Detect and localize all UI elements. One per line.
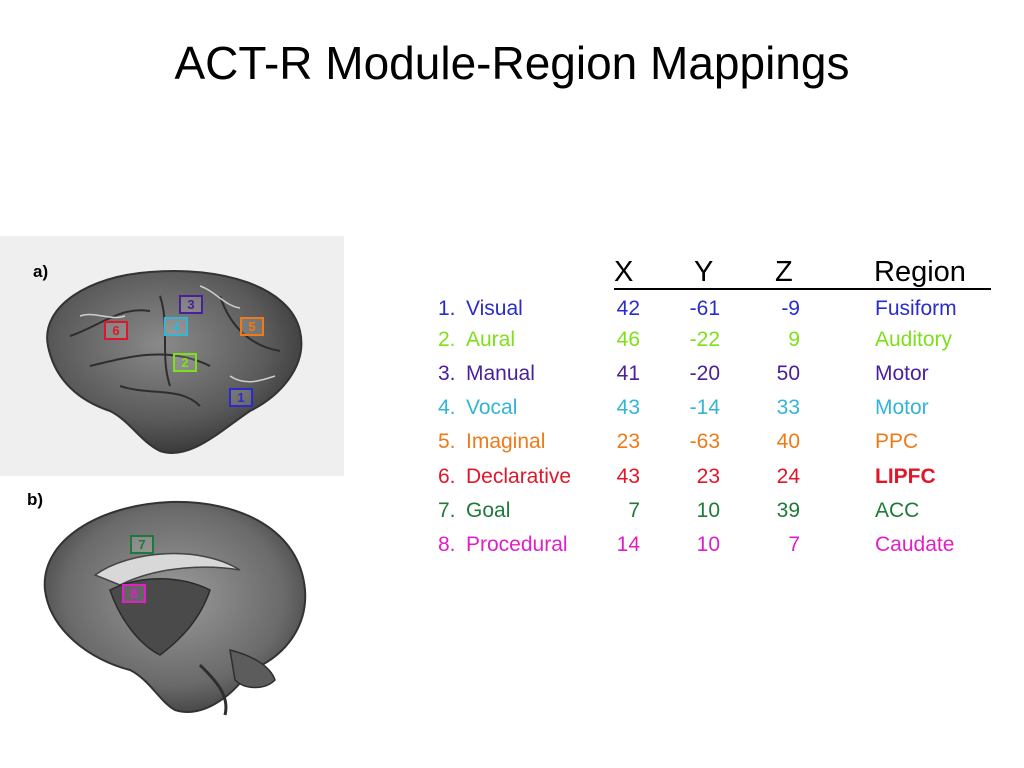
coord-y: -63 (689, 430, 720, 453)
coord-x: 46 (616, 328, 640, 351)
coord-y: 10 (696, 499, 720, 522)
module-name: Aural (466, 328, 516, 351)
header-region: Region (874, 256, 966, 288)
module-name: Manual (466, 362, 535, 385)
row-number: 6. (438, 465, 456, 488)
roi-box-3: 3 (179, 295, 203, 314)
roi-box-7: 7 (130, 535, 154, 554)
coord-z: 40 (776, 430, 800, 453)
coord-y: -22 (689, 328, 720, 351)
brain-medial-image (0, 480, 344, 720)
panel-label-b: b) (27, 490, 44, 509)
roi-box-8: 8 (122, 584, 146, 603)
coord-z: 7 (788, 533, 800, 556)
coord-y: -61 (689, 297, 720, 320)
region-name: Motor (875, 396, 929, 419)
coord-x: 43 (616, 396, 640, 419)
coord-x: 42 (616, 297, 640, 320)
coord-x: 43 (616, 465, 640, 488)
region-name: Fusiform (875, 297, 957, 320)
coord-z: 9 (788, 328, 800, 351)
region-name: Auditory (875, 328, 953, 351)
coord-x: 23 (616, 430, 640, 453)
row-number: 7. (438, 499, 456, 522)
coord-x: 7 (628, 499, 640, 522)
coord-z: 24 (776, 465, 800, 488)
coord-z: 39 (776, 499, 800, 522)
region-name: Motor (875, 362, 929, 385)
region-name: Caudate (875, 533, 955, 556)
brain-lateral-image (0, 236, 344, 476)
coord-y: 10 (696, 533, 720, 556)
region-name: PPC (875, 430, 919, 453)
coord-y: -14 (689, 396, 720, 419)
brain-medial-drawing (43, 500, 307, 716)
coord-y: -20 (689, 362, 720, 385)
row-number: 1. (438, 297, 456, 320)
header-z: Z (775, 256, 793, 288)
header-y: Y (694, 256, 714, 288)
coord-z: 50 (776, 362, 800, 385)
row-number: 4. (438, 396, 456, 419)
row-number: 8. (438, 533, 456, 556)
roi-box-4: 4 (164, 317, 188, 336)
module-name: Procedural (466, 533, 568, 556)
coord-x: 14 (616, 533, 640, 556)
region-name: ACC (875, 499, 920, 522)
row-number: 5. (438, 430, 456, 453)
module-name: Visual (466, 297, 523, 320)
slide-title: ACT-R Module-Region Mappings (174, 37, 850, 89)
region-name: LIPFC (875, 465, 936, 488)
coord-z: 33 (776, 396, 800, 419)
panel-label-a: a) (33, 262, 49, 281)
module-name: Vocal (466, 396, 518, 419)
header-underline (614, 288, 991, 290)
module-name: Goal (466, 499, 511, 522)
roi-box-5: 5 (240, 317, 264, 336)
roi-box-6: 6 (104, 321, 128, 340)
roi-box-2: 2 (173, 353, 197, 372)
row-number: 3. (438, 362, 456, 385)
coord-x: 41 (616, 362, 640, 385)
module-name: Declarative (466, 465, 572, 488)
row-number: 2. (438, 328, 456, 351)
module-name: Imaginal (466, 430, 546, 453)
coord-y: 23 (696, 465, 720, 488)
coord-z: -9 (781, 297, 800, 320)
roi-box-1: 1 (229, 388, 253, 407)
brain-lateral-drawing (46, 270, 303, 454)
header-x: X (614, 256, 634, 288)
